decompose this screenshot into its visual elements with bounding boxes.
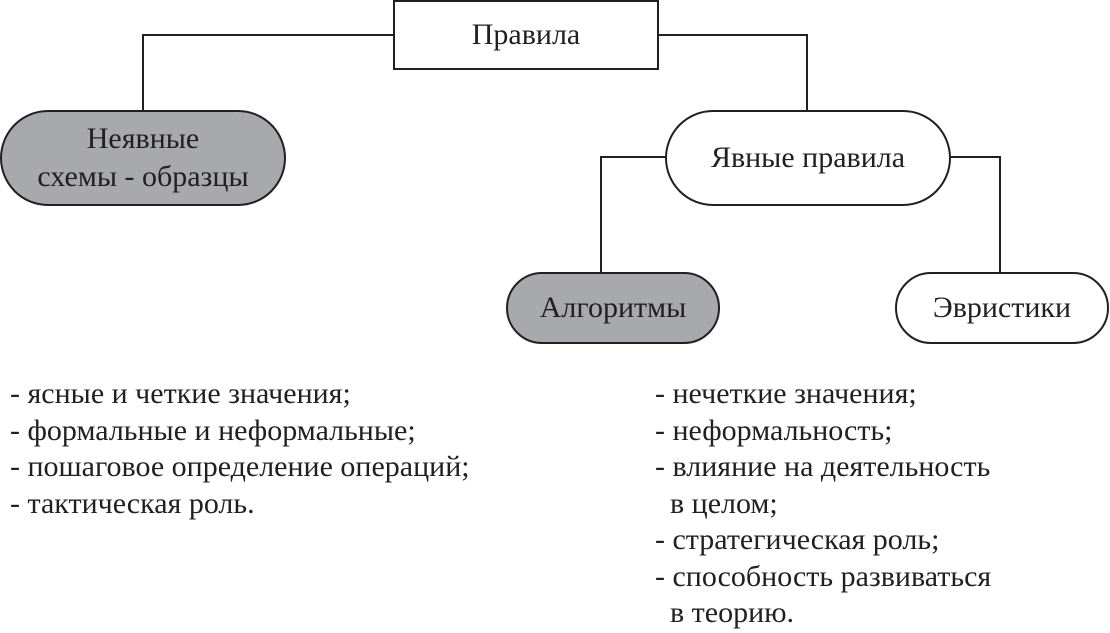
list-item: - стратегическая роль; bbox=[655, 523, 940, 556]
list-item: - способность развиваться bbox=[655, 559, 992, 593]
implicit-schemes-node: Неявные схемы - образцы bbox=[0, 110, 286, 206]
connector-root-to-explicit bbox=[659, 34, 808, 110]
list-item: - тактическая роль. bbox=[10, 486, 255, 520]
connector-explicit-to-algorithms bbox=[600, 156, 665, 272]
list-item: - нечеткие значения; bbox=[655, 377, 917, 410]
heuristics-node: Эвристики bbox=[895, 272, 1109, 344]
algorithms-label: Алгоритмы bbox=[539, 291, 687, 324]
heuristics-label: Эвристики bbox=[932, 291, 1072, 324]
explicit-rules-node: Явные правила bbox=[665, 110, 951, 206]
connector-explicit-to-heuristics bbox=[951, 156, 1001, 272]
rules-root-label: Правила bbox=[471, 18, 581, 51]
connector-root-to-implicit bbox=[142, 34, 393, 110]
algorithms-node: Алгоритмы bbox=[506, 272, 720, 344]
list-item: - формальные и неформальные; bbox=[10, 413, 416, 447]
list-item: - неформальность; bbox=[655, 413, 893, 447]
list-item: - ясные и четкие значения; bbox=[10, 377, 351, 410]
list-item: в теорию. bbox=[655, 596, 795, 629]
heuristics-features-list: - нечеткие значения; - неформальность; -… bbox=[655, 376, 991, 632]
list-item: - пошаговое определение операций; bbox=[10, 450, 470, 483]
rules-root-node: Правила bbox=[393, 0, 659, 70]
algorithms-features-list: - ясные и четкие значения; - формальные … bbox=[10, 376, 470, 522]
list-item: в целом; bbox=[655, 486, 778, 520]
explicit-rules-label: Явные правила bbox=[710, 141, 906, 174]
list-item: - влияние на деятельность bbox=[655, 450, 991, 483]
implicit-schemes-label: Неявные схемы - образцы bbox=[37, 122, 249, 193]
